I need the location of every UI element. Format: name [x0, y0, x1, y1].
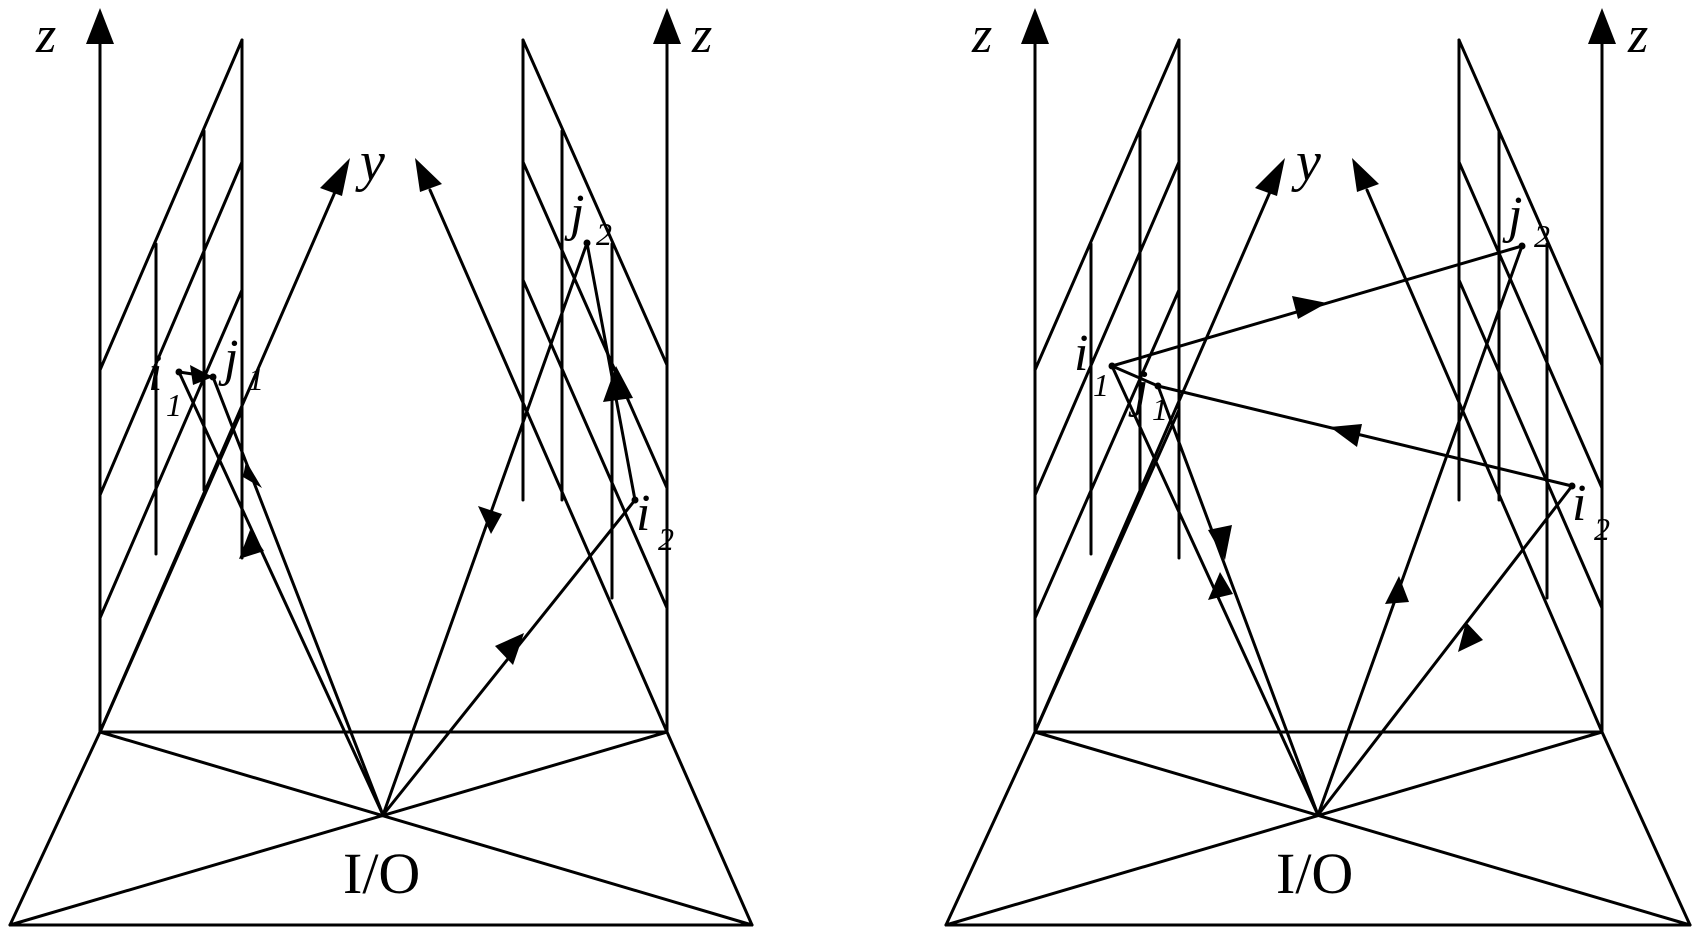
left-points — [175, 239, 639, 504]
right-panel: z z y i 1 j 1 j 2 i 2 I/O — [944, 7, 1692, 927]
right-points — [1108, 242, 1576, 490]
left-z-label-right: z — [691, 7, 712, 64]
right-j1-sub: 1 — [1152, 391, 1168, 427]
right-i2-sub: 2 — [1594, 511, 1610, 547]
left-rack-left — [98, 38, 244, 734]
right-i2-letter: i — [1572, 475, 1586, 532]
right-z-label-left: z — [971, 7, 992, 64]
right-j2-sub: 2 — [1534, 218, 1550, 254]
right-z-label-right: z — [1627, 7, 1648, 64]
right-j1-letter: j — [1128, 361, 1148, 418]
left-i2-sub: 2 — [658, 521, 674, 557]
right-io-label: I/O — [1276, 841, 1353, 906]
left-z-axis-right — [653, 8, 681, 734]
left-base-frame — [8, 730, 754, 927]
right-i1-sub: 1 — [1093, 367, 1109, 403]
right-z-axis-right — [1588, 8, 1616, 734]
right-j2-letter: j — [1502, 187, 1522, 244]
right-y-axis — [1033, 158, 1604, 734]
left-i1-letter: i — [148, 345, 162, 402]
left-j2-letter: j — [564, 185, 584, 242]
right-base-frame — [944, 730, 1692, 927]
left-y-label: y — [355, 131, 385, 193]
left-y-axis — [98, 158, 669, 734]
right-route-paths — [1110, 244, 1574, 817]
right-i1-letter: i — [1074, 325, 1088, 382]
left-j1-sub: 1 — [248, 361, 264, 397]
left-j2-sub: 2 — [596, 216, 612, 252]
left-j1-letter: j — [218, 330, 238, 387]
left-route-paths — [177, 241, 637, 817]
left-z-label-left: z — [35, 7, 56, 64]
left-i1-sub: 1 — [166, 387, 182, 423]
right-y-label: y — [1291, 131, 1321, 193]
left-io-label: I/O — [343, 841, 420, 906]
left-panel: z z y i 1 j 1 j 2 i 2 I/O — [8, 7, 754, 927]
left-i2-letter: i — [636, 485, 650, 542]
